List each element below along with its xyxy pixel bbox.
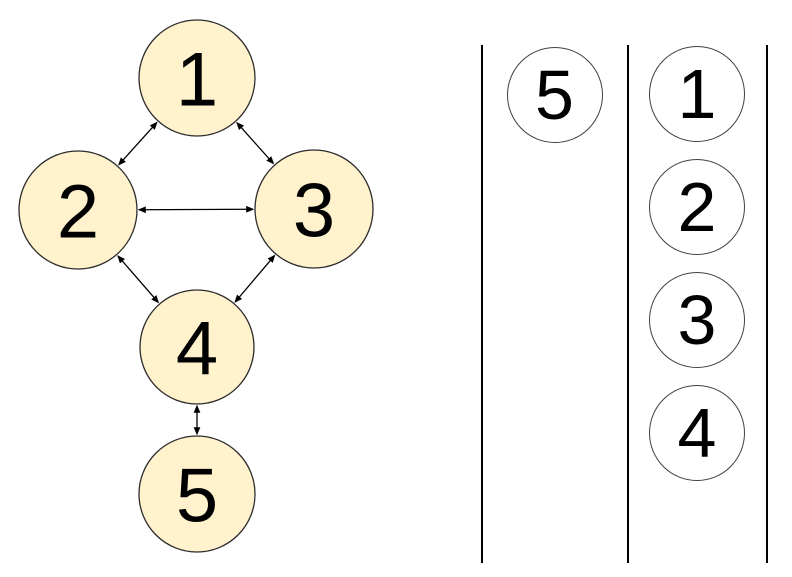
graph-diagram: 12 34 5 [18, 19, 374, 553]
token-circle-4: 4 [649, 385, 745, 481]
token-column-left: 5 [482, 47, 627, 143]
node-label-3: 3 [293, 169, 335, 254]
edge-1-2 [118, 121, 158, 166]
node-circle-4 [139, 289, 255, 405]
edge-2-4 [117, 255, 160, 304]
token-circle-2: 2 [649, 159, 745, 255]
node-circle-5 [138, 435, 256, 553]
node-circle-3 [254, 149, 374, 269]
node-label-2: 2 [57, 170, 99, 255]
node-label-1: 1 [176, 38, 218, 123]
node-circle-2 [18, 150, 138, 270]
divider-line-2 [627, 45, 629, 563]
node-label-4: 4 [176, 307, 218, 392]
edge-3-4 [234, 254, 276, 303]
divider-line-1 [481, 45, 483, 563]
divider-line-3 [766, 45, 768, 563]
node-label-5: 5 [176, 454, 218, 539]
token-circle-5: 5 [506, 47, 603, 143]
token-column-right: 1 2 3 4 [628, 46, 766, 481]
node-circle-1 [138, 19, 256, 137]
token-circle-3: 3 [649, 272, 745, 368]
token-circle-1: 1 [649, 46, 745, 142]
edge-1-3 [236, 121, 275, 165]
